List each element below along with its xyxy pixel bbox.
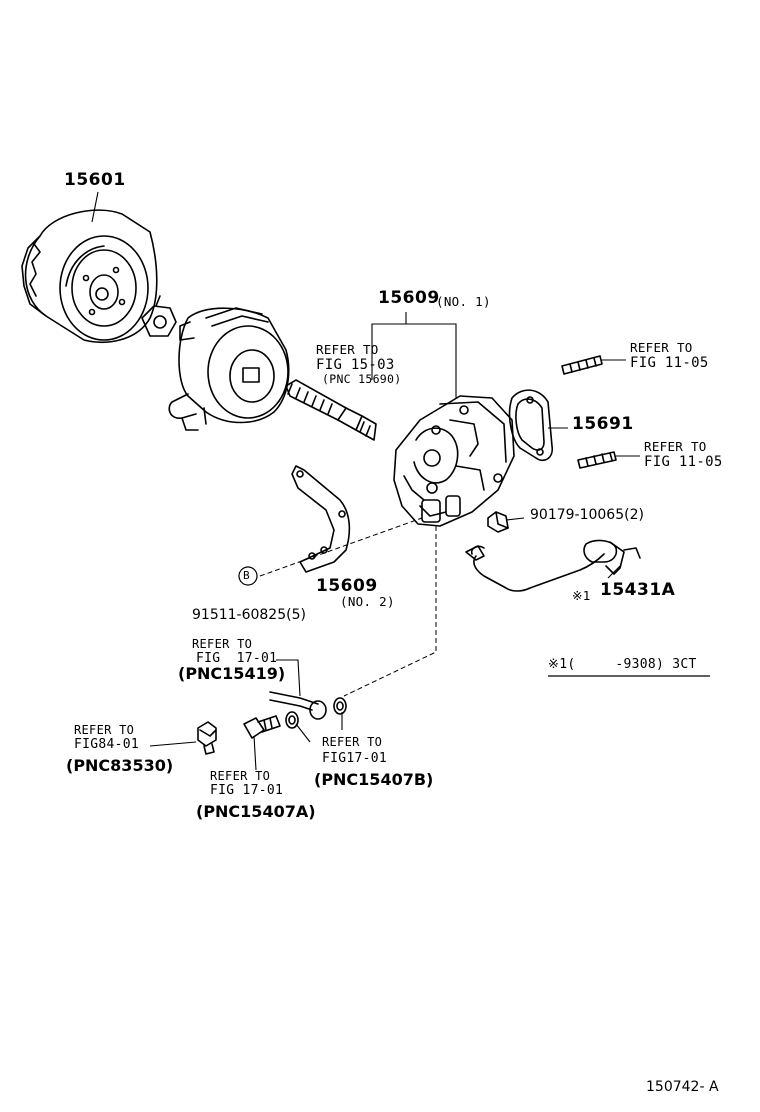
part-number-15431a: 15431A <box>600 580 676 600</box>
part-number-15601: 15601 <box>64 170 126 190</box>
model-note: ※1( -9308) 3CT <box>548 657 697 672</box>
oil-pressure-switch-illustration <box>197 721 217 755</box>
refer-fig-label: FIG 17-01 <box>196 651 278 666</box>
part-number-15609-no1: 15609 <box>378 288 440 308</box>
part-suffix-no2: (NO. 2) <box>340 594 395 609</box>
union-nut-illustration <box>141 295 177 337</box>
part-number-15691: 15691 <box>572 414 634 434</box>
refer-fig-label: FIG 15-03 <box>316 357 395 373</box>
refer-fig-label: FIG17-01 <box>322 751 388 766</box>
refer-pnc-label: (PNC15407A) <box>196 802 316 821</box>
hose-illustration <box>269 691 327 720</box>
refer-fig-label: FIG 11-05 <box>644 454 723 470</box>
refer-fig-label: FIG84-01 <box>74 737 140 752</box>
refer-to-label: REFER TO <box>192 637 253 651</box>
gasket-ring-illustration <box>285 697 347 729</box>
refer-to-label: REFER TO <box>210 769 271 783</box>
oil-filter-illustration <box>21 209 158 343</box>
oil-pipe-illustration <box>465 539 641 592</box>
note-mark: ※1 <box>572 588 591 603</box>
refer-fig-label: FIG 11-05 <box>630 355 709 371</box>
refer-to-label: REFER TO <box>322 735 383 749</box>
circle-b-marker <box>238 566 258 586</box>
refer-pnc-label: (PNC83530) <box>66 756 174 775</box>
part-number-15609-no2: 15609 <box>316 576 378 596</box>
refer-to-label: REFER TO <box>74 723 135 737</box>
stud-bolt-lower-illustration <box>577 451 617 469</box>
part-suffix-no1: (NO. 1) <box>436 294 491 309</box>
refer-to-label: REFER TO <box>630 340 693 355</box>
refer-pnc-label: (PNC 15690) <box>322 372 402 386</box>
part-number-90179: 90179-10065(2) <box>530 507 644 523</box>
circle-b-label: B <box>243 569 250 582</box>
refer-to-label: REFER TO <box>316 342 379 357</box>
refer-to-label: REFER TO <box>644 439 707 454</box>
stud-bolt-upper-illustration <box>561 355 603 375</box>
union-bolt-illustration <box>285 379 377 441</box>
oil-cooler-illustration <box>168 307 290 431</box>
refer-fig-label: FIG 17-01 <box>210 783 284 798</box>
illustration-code: 150742- A <box>646 1079 719 1095</box>
oil-pump-body-illustration <box>393 395 515 527</box>
part-number-91511: 91511-60825(5) <box>192 607 306 623</box>
banjo-bolt-illustration <box>243 715 281 739</box>
refer-pnc-label: (PNC15407B) <box>314 770 434 789</box>
pump-gasket-illustration <box>508 389 554 462</box>
pump-bracket-illustration <box>291 465 351 573</box>
refer-pnc-label: (PNC15419) <box>178 664 286 683</box>
flange-nut-illustration <box>487 511 509 533</box>
